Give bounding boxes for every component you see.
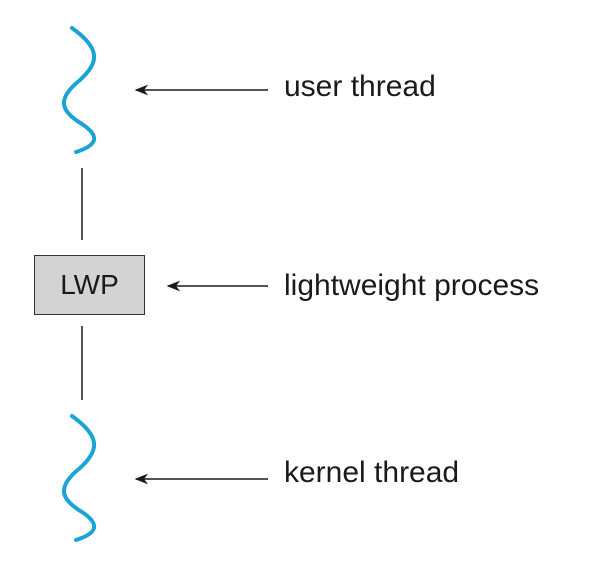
- user-thread-wave: [61, 26, 97, 154]
- lightweight-process-label: lightweight process: [284, 269, 540, 302]
- lwp-box: LWP: [34, 255, 145, 315]
- user-thread-label: user thread: [284, 70, 436, 103]
- lwp-box-label: LWP: [60, 269, 119, 300]
- kernel-thread-wave: [61, 414, 97, 542]
- kernel-thread-label: kernel thread: [284, 456, 460, 489]
